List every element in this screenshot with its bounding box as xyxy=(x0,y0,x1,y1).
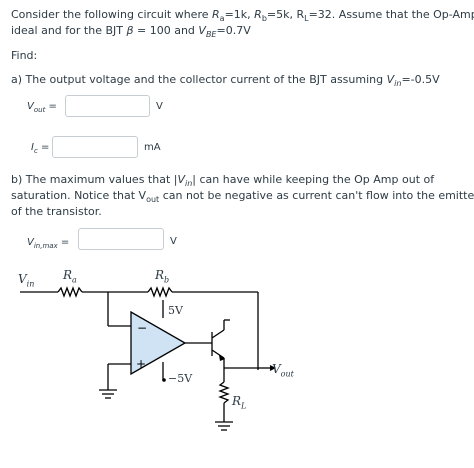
find-label: Find: xyxy=(11,49,38,62)
vinmax-input[interactable] xyxy=(78,228,164,250)
part-a-text: a) The output voltage and the collector … xyxy=(11,73,440,89)
ic-unit: mA xyxy=(144,142,161,153)
ic-input[interactable] xyxy=(52,136,138,158)
ra-resistor xyxy=(57,286,83,298)
circuit-diagram: − + xyxy=(20,286,276,431)
part-b-line-2: saturation. Notice that Vout can not be … xyxy=(11,189,474,205)
vout-unit: V xyxy=(156,101,163,112)
question-line-2: ideal and for the BJT β = 100 and VBE=0.… xyxy=(11,24,251,40)
noninverting-sign: + xyxy=(136,357,146,371)
rb-resistor xyxy=(147,286,173,298)
rl-label: RL xyxy=(232,394,247,411)
part-b-line-3: of the transistor. xyxy=(11,205,102,218)
vinmax-unit: V xyxy=(170,236,177,247)
vin-label: Vin xyxy=(18,272,35,289)
vminus-label: −5V xyxy=(168,372,193,385)
ic-label: Ic = xyxy=(31,142,50,155)
part-b-line-1: b) The maximum values that |Vin| can hav… xyxy=(11,173,435,189)
ra-label: Ra xyxy=(63,268,77,285)
rl-resistor xyxy=(218,381,230,404)
vinmax-label: Vin,max = xyxy=(27,237,70,250)
vout-node-label: Vout xyxy=(272,362,294,379)
inverting-sign: − xyxy=(137,321,147,335)
op-amp xyxy=(130,310,187,376)
rb-label: Rb xyxy=(155,268,170,285)
question-line-1: Consider the following circuit where Ra=… xyxy=(11,8,474,24)
vplus-label: 5V xyxy=(168,304,183,317)
vout-label: Vout = xyxy=(27,101,57,114)
vout-input[interactable] xyxy=(65,95,150,117)
